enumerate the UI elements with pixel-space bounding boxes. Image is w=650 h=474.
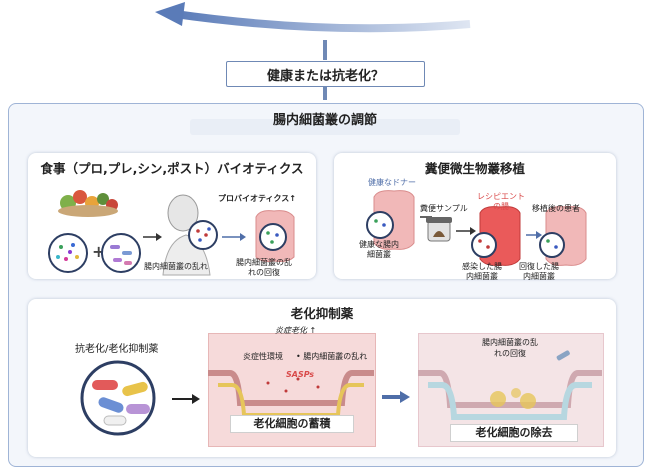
up-arrow-icon: ↑	[289, 194, 296, 203]
diet-title: 食事（プロ,プレ,シン,ポスト）バイオティクス	[40, 161, 304, 176]
stool-jar-icon	[426, 217, 452, 242]
removal-recovery-label: 腸内細菌叢の乱れの回復	[482, 338, 538, 358]
return-arrow-icon	[155, 2, 471, 100]
probiotics-label: プロバイオティクス↑	[218, 193, 296, 204]
gut-dysbiosis-icon	[188, 220, 218, 250]
dysbiosis-label: 腸内細菌叢の乱れ	[144, 262, 208, 271]
removal-band: 老化細胞の除去	[450, 424, 578, 442]
healthy-flora-label: 健康な腸内細菌叢	[359, 240, 399, 259]
pill-dish-icon	[80, 360, 156, 436]
bacteria-dish-icon	[101, 233, 141, 273]
bullet-icon: •	[296, 352, 301, 361]
senolytics-title: 老化抑制薬	[290, 306, 354, 321]
patient-gut-icon	[539, 206, 587, 266]
stool-sample-label: 糞便サンプル	[420, 204, 468, 213]
dysbiosis2-text: 腸内細菌叢の乱れ	[303, 352, 368, 361]
post-transplant-label: 移植後の患者	[532, 204, 580, 213]
diet-illustration: +	[48, 190, 295, 276]
question-box: 健康または抗老化？	[226, 61, 425, 87]
question-text: 健康または抗老化？	[266, 68, 384, 84]
inflammatory-env-label: 炎症性環境	[243, 352, 283, 361]
inflammaging-text: 炎症老化	[275, 326, 307, 335]
healthy-gut-icon-2	[418, 350, 602, 420]
arrow-to-removal-icon	[382, 391, 410, 403]
recovered-flora-label: 回復した腸内細菌叢	[519, 262, 559, 281]
donor-gut-icon	[366, 190, 415, 250]
sasps-label: SASPs	[286, 370, 315, 379]
infected-flora-label: 感染した腸内細菌叢	[462, 262, 502, 281]
food-icon	[58, 190, 118, 217]
recipient-gut-label: レシピエントの腸	[477, 192, 525, 211]
title-band	[190, 119, 460, 135]
fmt-illustration	[366, 190, 587, 266]
probiotics-label-text: プロバイオティクス	[218, 194, 290, 203]
healthy-gut-icon	[255, 210, 295, 262]
main-title: 腸内細菌叢の調節	[272, 113, 377, 128]
recipient-gut-icon	[471, 206, 521, 266]
arrow-to-accumulation-icon	[172, 394, 200, 404]
recovery-label: 腸内細菌叢の乱れの回復	[236, 258, 292, 277]
drug-label: 抗老化/老化抑制薬	[75, 344, 159, 355]
probiotic-dish-icon	[48, 233, 88, 273]
inflammaging-label: 炎症老化 ↑	[275, 325, 316, 336]
fmt-title: 糞便微生物叢移植	[424, 161, 525, 176]
up-arrow-icon-2: ↑	[309, 326, 317, 335]
dysbiosis2-label: • 腸内細菌叢の乱れ	[296, 351, 367, 362]
accumulation-band: 老化細胞の蓄積	[230, 415, 354, 433]
donor-label: 健康なドナー	[368, 178, 416, 187]
